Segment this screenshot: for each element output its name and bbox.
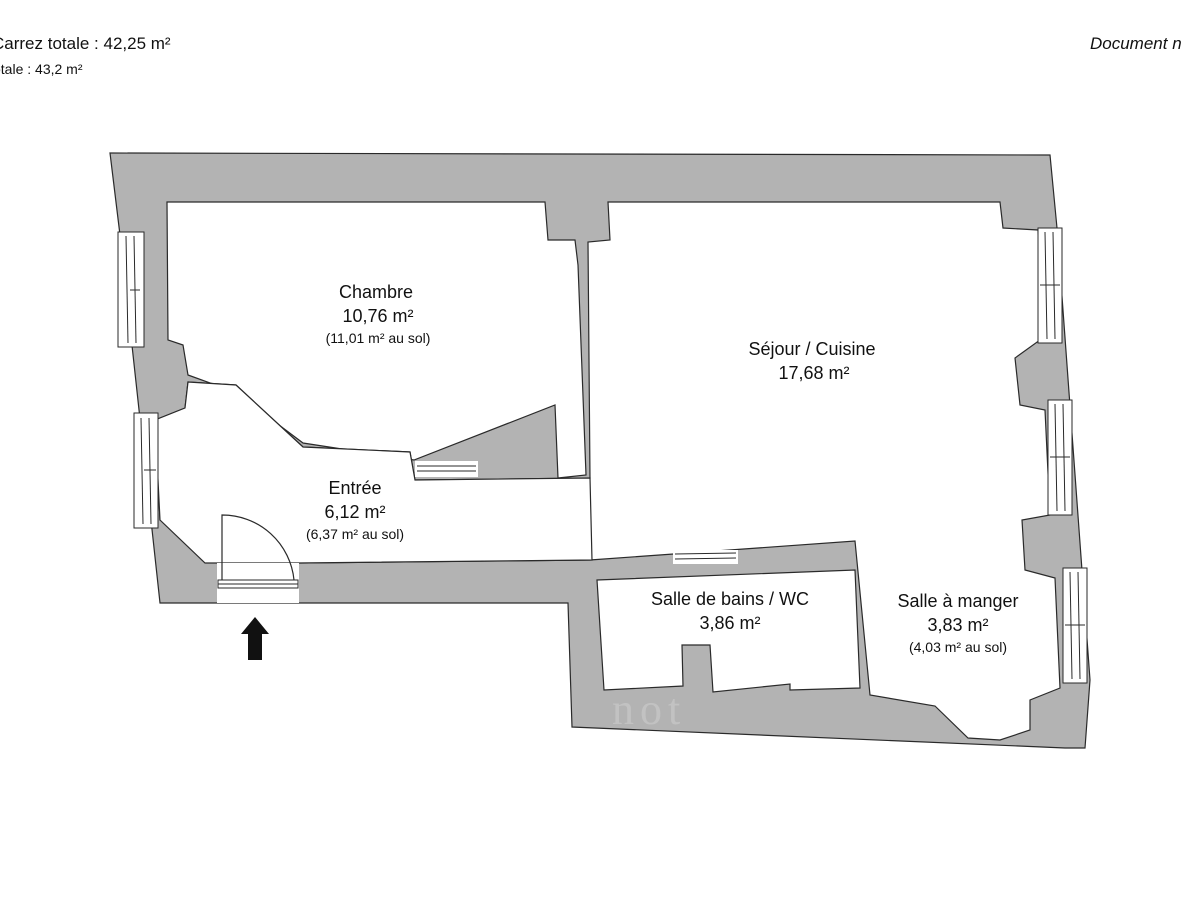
entree-area: 6,12 m² [324,502,385,522]
entrance-door [217,514,299,603]
salle-manger-floor-area: (4,03 m² au sol) [909,639,1007,655]
label-entree: Entrée 6,12 m² (6,37 m² au sol) [306,478,404,542]
chambre-name: Chambre [339,282,413,302]
label-sejour: Séjour / Cuisine 17,68 m² [748,339,875,383]
window-left-lower [133,412,159,529]
window-right-lower [1062,567,1088,684]
sejour-name: Séjour / Cuisine [748,339,875,359]
watermark: not [612,685,686,734]
total-carrez-area: Carrez totale : 42,25 m² [0,34,171,53]
label-salle-de-bains: Salle de bains / WC 3,86 m² [651,589,809,633]
sejour-area: 17,68 m² [778,363,849,383]
arrow-up-icon [241,617,269,660]
window-right-middle [1047,399,1073,516]
salle-manger-name: Salle à manger [897,591,1018,611]
sdb-area: 3,86 m² [699,613,760,633]
window-right-upper [1037,227,1063,344]
label-salle-a-manger: Salle à manger 3,83 m² (4,03 m² au sol) [897,591,1018,655]
opening-bathroom [673,550,738,564]
document-note: Document n [1090,34,1182,53]
window-left-upper [117,231,145,348]
room-chambre [166,201,587,479]
entree-floor-area: (6,37 m² au sol) [306,526,404,542]
room-salle-de-bains [596,569,861,693]
total-area: Totale : 43,2 m² [0,61,83,77]
chambre-area: 10,76 m² [342,306,413,326]
opening-chambre-entree [415,461,478,477]
chambre-floor-area: (11,01 m² au sol) [326,330,431,346]
sdb-name: Salle de bains / WC [651,589,809,609]
salle-manger-area: 3,83 m² [927,615,988,635]
label-chambre: Chambre 10,76 m² (11,01 m² au sol) [326,282,431,346]
entree-name: Entrée [328,478,381,498]
